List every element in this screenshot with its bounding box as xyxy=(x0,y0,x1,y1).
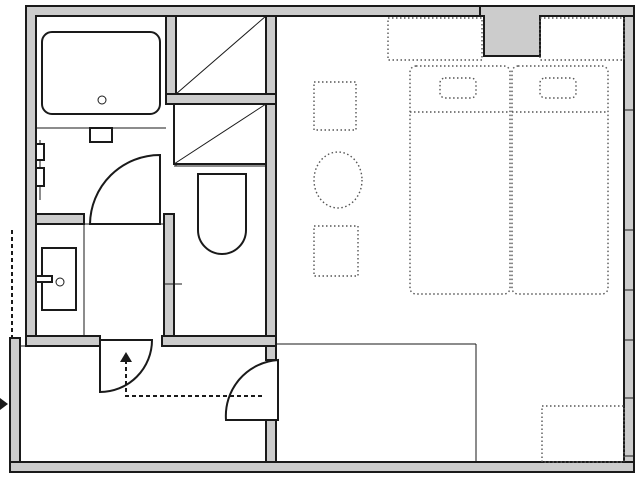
tv-stand-left xyxy=(387,17,483,61)
wall-bump-1 xyxy=(35,143,45,161)
toilet-room-fixtures xyxy=(197,173,247,255)
round-table xyxy=(313,151,363,209)
sink-drain xyxy=(55,277,65,287)
chair xyxy=(313,225,359,277)
entry-wall-west xyxy=(9,337,21,463)
entry-door[interactable] xyxy=(99,339,154,394)
route-arrow-up xyxy=(120,352,132,362)
route xyxy=(0,230,262,410)
outer-wall-east xyxy=(623,15,635,473)
doors xyxy=(99,339,279,421)
partition-closet-lower xyxy=(165,93,277,105)
partition-toilet-hall xyxy=(161,335,277,347)
closets xyxy=(173,15,267,165)
walls xyxy=(9,5,635,473)
partition-bath-wash xyxy=(35,213,85,225)
pillow-right xyxy=(539,77,577,99)
partition-wash-hall xyxy=(25,335,101,347)
interior-lines xyxy=(20,104,634,462)
partition-wash-toilet xyxy=(163,213,175,341)
partition-closet-bedroom xyxy=(265,15,277,341)
entrance-arrow xyxy=(0,398,8,410)
bathroom-door[interactable] xyxy=(88,153,161,225)
closet-upper-diagonal xyxy=(175,15,267,95)
twin-bed-right xyxy=(511,65,609,295)
bedroom-furniture xyxy=(313,17,625,463)
closet-lower-diagonal xyxy=(173,103,267,165)
partition-bath-closet xyxy=(165,15,177,97)
outer-wall-north xyxy=(479,5,635,57)
partition-hall-bedroom-upper xyxy=(265,345,277,361)
bathtub-drain xyxy=(97,95,107,105)
pillow-left xyxy=(439,77,477,99)
bedroom-door[interactable] xyxy=(224,358,279,421)
desk xyxy=(541,405,625,463)
faucet xyxy=(35,275,53,283)
stool xyxy=(313,81,357,131)
sink-counter xyxy=(89,127,113,143)
bathtub xyxy=(41,31,161,115)
toilet xyxy=(197,173,247,255)
bathroom-fixtures xyxy=(35,31,161,311)
outer-wall-south xyxy=(9,461,635,473)
route-path xyxy=(125,360,262,397)
twin-bed-left xyxy=(409,65,511,295)
tv-stand-right xyxy=(539,17,625,61)
partition-hall-bedroom xyxy=(265,419,277,463)
wall-bump-2 xyxy=(35,167,45,187)
